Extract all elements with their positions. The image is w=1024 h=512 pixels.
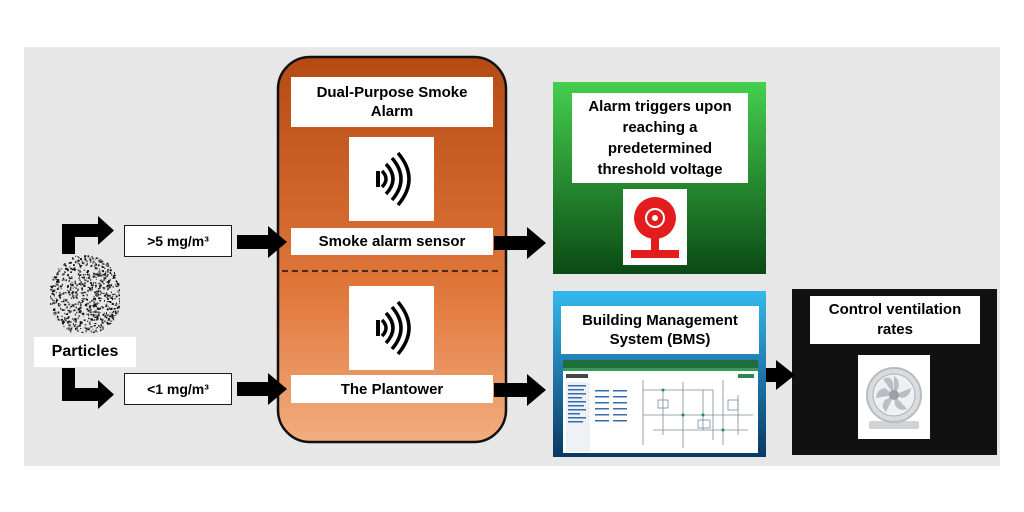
plantower-icon-box xyxy=(349,286,434,370)
fan-icon-box xyxy=(858,355,930,439)
arrow-low-to-plantower xyxy=(237,373,287,405)
threshold-high-box: >5 mg/m³ xyxy=(124,225,232,257)
sensor-label: Smoke alarm sensor xyxy=(318,233,466,250)
arrow-sensor-to-alarm xyxy=(494,227,546,259)
ventilation-text-box: Control ventilation rates xyxy=(810,296,980,344)
alarm-title: Dual-Purpose Smoke Alarm xyxy=(316,84,468,120)
elbow-arrow-down xyxy=(62,368,114,409)
arrow-bms-to-ventilation xyxy=(766,360,795,390)
plantower-label: The Plantower xyxy=(340,380,444,398)
elbow-arrow-up xyxy=(62,216,114,254)
arrow-high-to-sensor xyxy=(237,226,287,258)
alarm-bell-icon xyxy=(631,197,679,258)
particles-label: Particles xyxy=(34,337,136,367)
threshold-low-box: <1 mg/m³ xyxy=(124,373,232,405)
particles-icon xyxy=(50,255,120,333)
alarm-output-text-box: Alarm triggers upon reaching a predeterm… xyxy=(572,93,748,183)
bell-icon-box xyxy=(623,189,687,265)
particles-label-text: Particles xyxy=(51,343,119,360)
sensor-icon-box xyxy=(349,137,434,221)
alarm-output-text: Alarm triggers upon reaching a predeterm… xyxy=(588,98,732,178)
alarm-title-box: Dual-Purpose Smoke Alarm xyxy=(291,77,493,127)
bms-title-box: Building Management System (BMS) xyxy=(561,306,759,354)
bms-screenshot xyxy=(563,360,758,453)
threshold-low-text: <1 mg/m³ xyxy=(147,381,209,397)
bms-title: Building Management System (BMS) xyxy=(582,312,738,348)
ventilation-fan-icon xyxy=(866,367,922,429)
plantower-signal-icon xyxy=(375,300,411,356)
arrow-plantower-to-bms xyxy=(494,374,546,406)
sensor-signal-icon xyxy=(375,151,411,207)
bms-dashboard-image xyxy=(563,360,758,452)
ventilation-text: Control ventilation rates xyxy=(828,301,962,338)
sensor-label-box: Smoke alarm sensor xyxy=(291,228,493,255)
threshold-high-text: >5 mg/m³ xyxy=(147,233,209,249)
plantower-label-box: The Plantower xyxy=(291,375,493,403)
